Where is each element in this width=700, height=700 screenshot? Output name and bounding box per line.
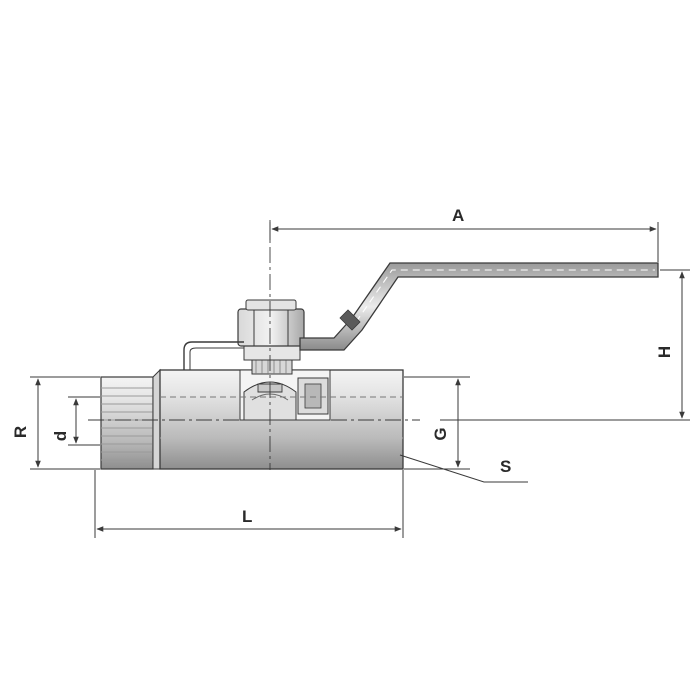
valve-body xyxy=(100,368,404,470)
label-s: S xyxy=(500,457,511,476)
lever-handle xyxy=(299,262,659,351)
label-l: L xyxy=(242,507,252,526)
dimension-a xyxy=(269,222,659,262)
leader-s xyxy=(399,454,528,483)
threaded-end xyxy=(100,368,161,470)
ball-cutaway xyxy=(243,377,329,421)
dimension-r xyxy=(30,376,100,470)
hex-nut xyxy=(237,299,305,347)
label-g: G xyxy=(431,427,450,440)
label-h: H xyxy=(655,346,674,358)
center-lines xyxy=(88,220,420,470)
label-a: A xyxy=(452,206,464,225)
dimension-g xyxy=(404,376,470,470)
label-r: R xyxy=(11,426,30,438)
dimension-l xyxy=(94,470,404,538)
label-d: d xyxy=(51,431,70,441)
dimension-h xyxy=(440,269,690,421)
dimension-d xyxy=(68,396,100,446)
stem-assembly xyxy=(183,299,305,375)
